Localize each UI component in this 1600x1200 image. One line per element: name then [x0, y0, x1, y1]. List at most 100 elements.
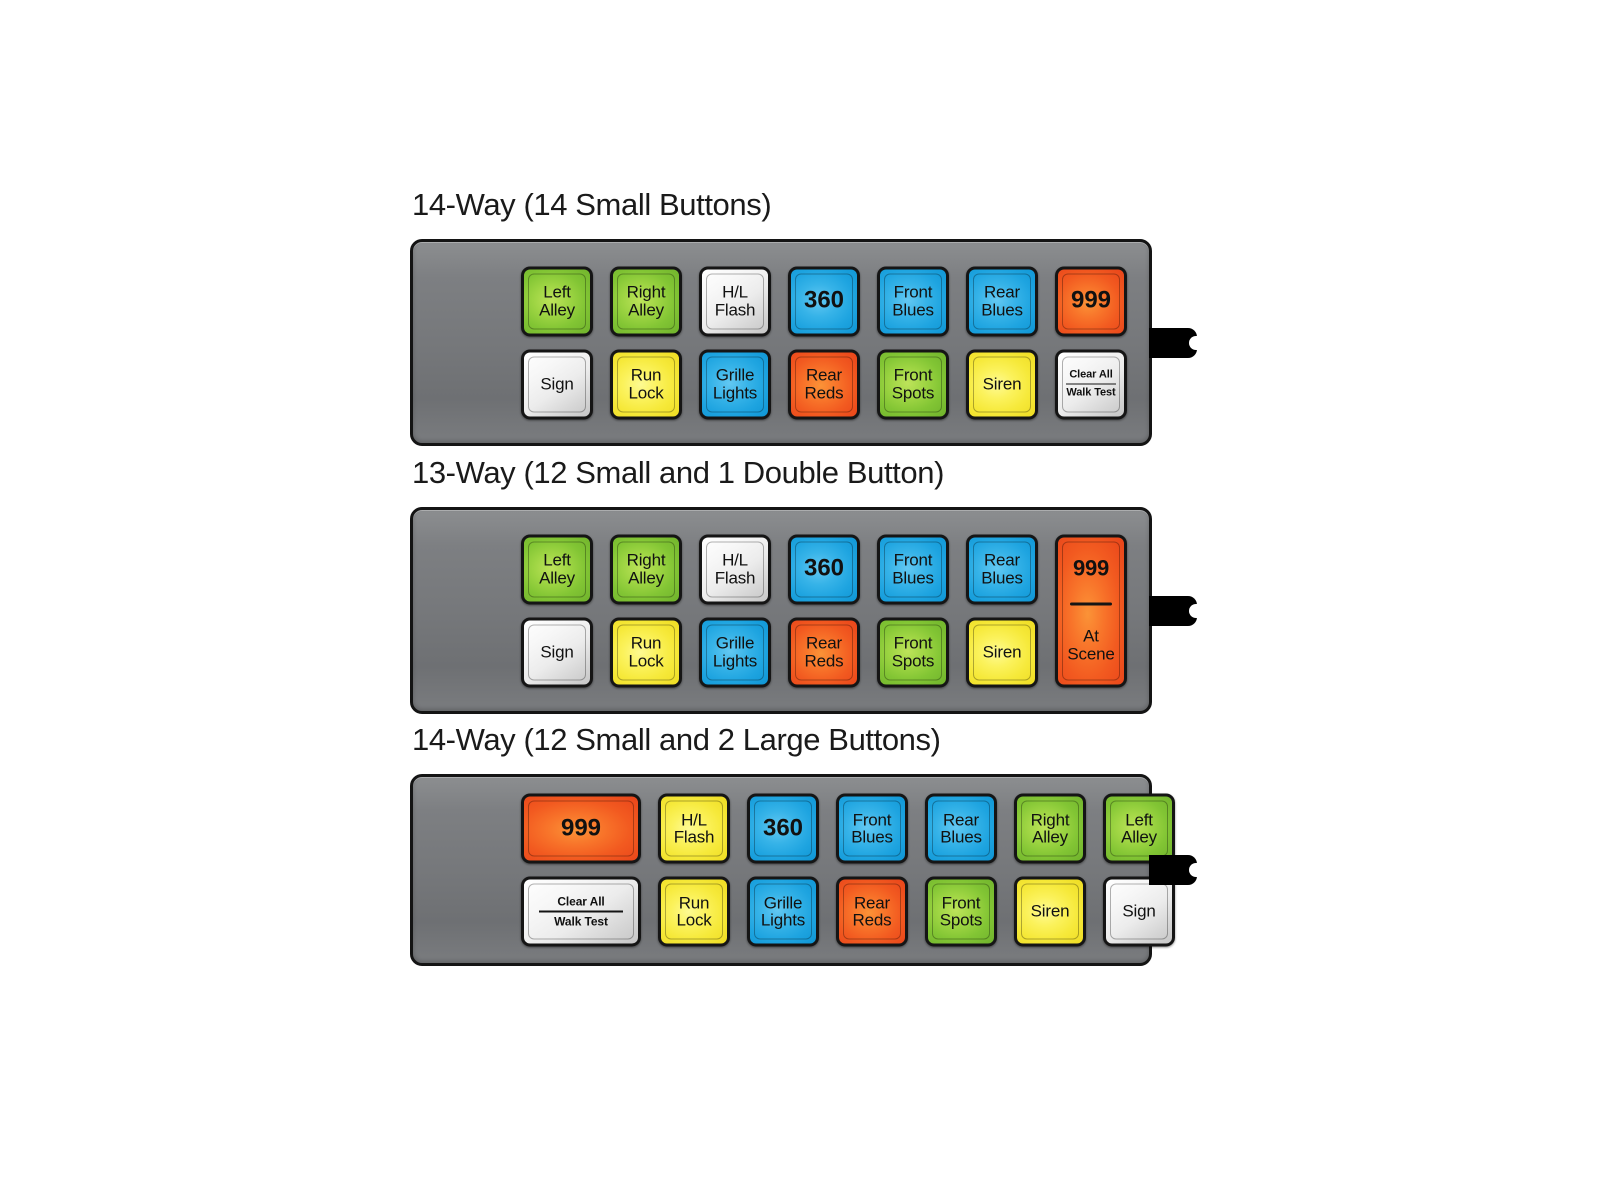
label-divider-rule	[1066, 383, 1116, 385]
button-label: Siren	[981, 375, 1024, 392]
button-999[interactable]: 999	[1055, 266, 1127, 336]
button-label-line: Front	[893, 633, 933, 653]
button-label-line: Walk Test	[1066, 386, 1116, 399]
button-label-line: Right	[626, 550, 666, 570]
button-label-line: Grille	[715, 365, 755, 385]
button-label-line: Blues	[851, 827, 893, 847]
button-label-line: Front	[941, 893, 981, 913]
button-label-line: Rear	[983, 550, 1021, 570]
button-label: 360	[802, 288, 846, 313]
button-siren[interactable]: Siren	[1014, 876, 1086, 947]
connector-tab-icon	[1149, 327, 1197, 358]
button-label: Sign	[538, 643, 575, 660]
button-label-line: Lights	[760, 910, 806, 930]
button-label-line: Siren	[1030, 901, 1070, 921]
label-divider-rule	[1070, 602, 1112, 606]
button-label-line: Clear All	[1069, 368, 1113, 381]
button-sign[interactable]: Sign	[521, 349, 593, 419]
button-999[interactable]: 999	[521, 793, 641, 864]
button-360[interactable]: 360	[788, 534, 860, 604]
button-label-line: Alley	[539, 300, 575, 319]
button-360[interactable]: 360	[788, 266, 860, 336]
button-label-line: Blues	[892, 300, 934, 319]
connector-tab-icon	[1149, 855, 1197, 885]
button-label-line: Alley	[539, 568, 575, 587]
button-label-line: H/L	[722, 550, 748, 570]
button-label-line: Run	[630, 365, 662, 385]
button-siren[interactable]: Siren	[966, 349, 1038, 419]
button-360[interactable]: 360	[747, 793, 819, 864]
connector-tab-icon	[1149, 595, 1197, 626]
button-sign[interactable]: Sign	[1103, 876, 1175, 947]
button-label-line: H/L	[681, 810, 707, 830]
button-label-line: 360	[762, 814, 804, 842]
button-siren[interactable]: Siren	[966, 617, 1038, 687]
panel-13-way-double: 13-Way (12 Small and 1 Double Button)Lef…	[410, 453, 1197, 714]
button-label-line: Reds	[804, 651, 844, 670]
button-label-line: Sign	[540, 642, 574, 662]
button-label-line: Siren	[982, 642, 1022, 662]
button-label-line: Rear	[853, 893, 891, 913]
button-label-line: Clear All	[557, 894, 605, 909]
button-label-line: Rear	[805, 633, 843, 653]
button-label-line: Blues	[892, 568, 934, 587]
button-label-line: Flash	[714, 300, 756, 319]
button-label-line: Spots	[891, 651, 935, 670]
button-sign[interactable]: Sign	[521, 617, 593, 687]
button-label-line: Front	[893, 550, 933, 570]
